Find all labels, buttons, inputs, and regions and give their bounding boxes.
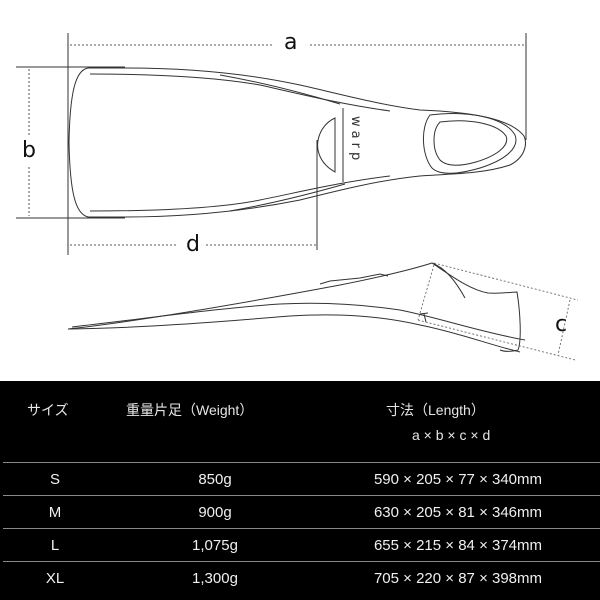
size-cell: XL bbox=[45, 570, 65, 587]
table-row: S 850g 590 × 205 × 77 × 340mm bbox=[3, 462, 600, 496]
length-cell: 705 × 220 × 87 × 398mm bbox=[373, 570, 543, 587]
table-row: M 900g 630 × 205 × 81 × 346mm bbox=[3, 495, 600, 529]
weight-cell: 1,300g bbox=[192, 570, 238, 587]
size-cell: L bbox=[50, 537, 60, 554]
size-spec-table: サイズ 重量片足（Weight） 寸法（Length） a × b × c × … bbox=[0, 381, 600, 600]
dimension-label-b: b bbox=[22, 138, 36, 163]
weight-cell: 900g bbox=[198, 504, 232, 521]
header-size: サイズ bbox=[27, 402, 69, 418]
weight-cell: 850g bbox=[198, 471, 232, 488]
fin-drawing: warp bbox=[16, 33, 579, 361]
length-cell: 630 × 205 × 81 × 346mm bbox=[373, 504, 543, 521]
table-row: XL 1,300g 705 × 220 × 87 × 398mm bbox=[3, 561, 600, 595]
dimension-label-a: a bbox=[284, 30, 298, 55]
weight-cell: 1,075g bbox=[192, 537, 238, 554]
size-cell: S bbox=[49, 471, 60, 488]
dimension-label-d: d bbox=[186, 232, 200, 257]
fin-diagram: warp a b d c bbox=[16, 30, 579, 361]
header-length-formula: a × b × c × d bbox=[412, 427, 491, 443]
header-weight: 重量片足（Weight） bbox=[126, 402, 254, 418]
size-cell: M bbox=[48, 504, 62, 521]
length-cell: 655 × 215 × 84 × 374mm bbox=[373, 537, 543, 554]
dimension-label-c: c bbox=[555, 312, 568, 337]
table-row: L 1,075g 655 × 215 × 84 × 374mm bbox=[3, 528, 600, 562]
header-length: 寸法（Length） bbox=[386, 402, 485, 418]
brand-logo: warp bbox=[348, 116, 363, 164]
length-cell: 590 × 205 × 77 × 340mm bbox=[373, 471, 543, 488]
